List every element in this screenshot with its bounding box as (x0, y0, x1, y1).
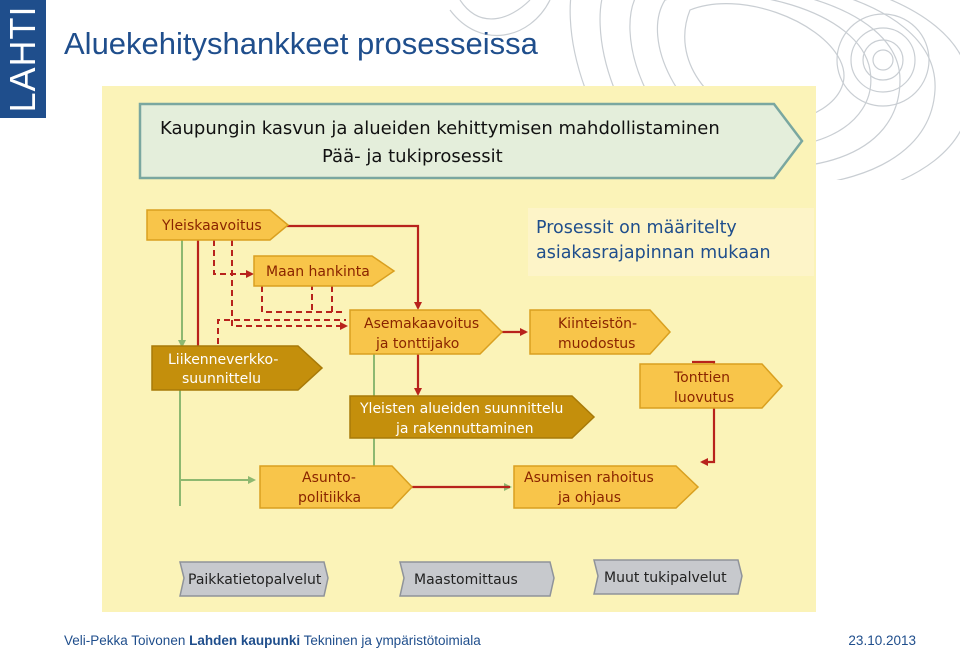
callout-box: Prosessit on määritelty asiakasrajapinna… (528, 208, 814, 276)
node-asumisen-label-2: ja ohjaus (557, 490, 621, 506)
process-diagram: Kaupungin kasvun ja alueiden kehittymise… (102, 86, 816, 612)
footer-org: Lahden kaupunki (189, 633, 301, 648)
node-kiinteistonmuodostus (529, 309, 672, 355)
logo-text: LAHTI (2, 5, 43, 113)
node-tonttien-luovutus (639, 363, 784, 409)
node-muut-tukipalvelut (593, 559, 743, 595)
node-muut-label: Muut tukipalvelut (604, 570, 727, 586)
node-tonttien-label-2: luovutus (674, 390, 734, 406)
node-liikenne-label-1: Liikenneverkko- (168, 352, 278, 368)
node-asunto-label-2: politiikka (298, 490, 361, 506)
footer: Veli-Pekka Toivonen Lahden kaupunki Tekn… (64, 633, 481, 648)
node-liikenne-label-2: suunnittelu (182, 371, 261, 387)
node-maan-hankinta (253, 255, 396, 287)
callout-line-1: Prosessit on määritelty (536, 218, 737, 238)
node-maastomittaus (399, 561, 555, 597)
node-paikkatietopalvelut (179, 561, 329, 597)
footer-author: Veli-Pekka Toivonen (64, 633, 186, 648)
node-yleisten-label-1: Yleisten alueiden suunnittelu (359, 401, 563, 417)
node-asemakaavoitus-label-1: Asemakaavoitus (364, 316, 479, 332)
node-liikenneverkkosuunnittelu (151, 345, 324, 391)
node-yleiskaavoitus-label: Yleiskaavoitus (161, 218, 262, 234)
node-kiinteisto-label-1: Kiinteistön- (558, 316, 637, 332)
node-yleisten-label-2: ja rakennuttaminen (395, 421, 534, 437)
node-paikkatieto-label: Paikkatietopalvelut (188, 572, 322, 588)
node-yleiskaavoitus (146, 209, 290, 241)
header-line-1: Kaupungin kasvun ja alueiden kehittymise… (160, 118, 720, 139)
node-maastomittaus-label: Maastomittaus (414, 572, 518, 588)
node-asemakaavoitus-label-2: ja tonttijako (375, 336, 459, 352)
footer-dept: Tekninen ja ympäristötoimiala (303, 633, 481, 648)
node-asunto-label-1: Asunto- (302, 470, 356, 486)
red-connectors (194, 224, 716, 489)
node-asumisen-rahoitus (513, 465, 700, 509)
callout-line-2: asiakasrajapinnan mukaan (536, 243, 771, 263)
node-asuntopolitiikka (259, 465, 414, 509)
header-line-2: Pää- ja tukiprosessit (322, 146, 503, 167)
node-asumisen-label-1: Asumisen rahoitus (524, 470, 654, 486)
node-yleisten-alueiden (349, 395, 596, 439)
node-kiinteisto-label-2: muodostus (558, 336, 635, 352)
lahti-logo: LAHTI (0, 0, 46, 118)
dashed-connectors (213, 240, 348, 354)
node-maan-hankinta-label: Maan hankinta (266, 264, 370, 280)
node-tonttien-label-1: Tonttien (673, 370, 730, 386)
page-title: Aluekehityshankkeet prosesseissa (64, 26, 538, 61)
diagram-canvas: Kaupungin kasvun ja alueiden kehittymise… (138, 102, 804, 597)
header-banner (138, 102, 804, 180)
node-asemakaavoitus (349, 309, 504, 355)
footer-date: 23.10.2013 (848, 633, 916, 648)
